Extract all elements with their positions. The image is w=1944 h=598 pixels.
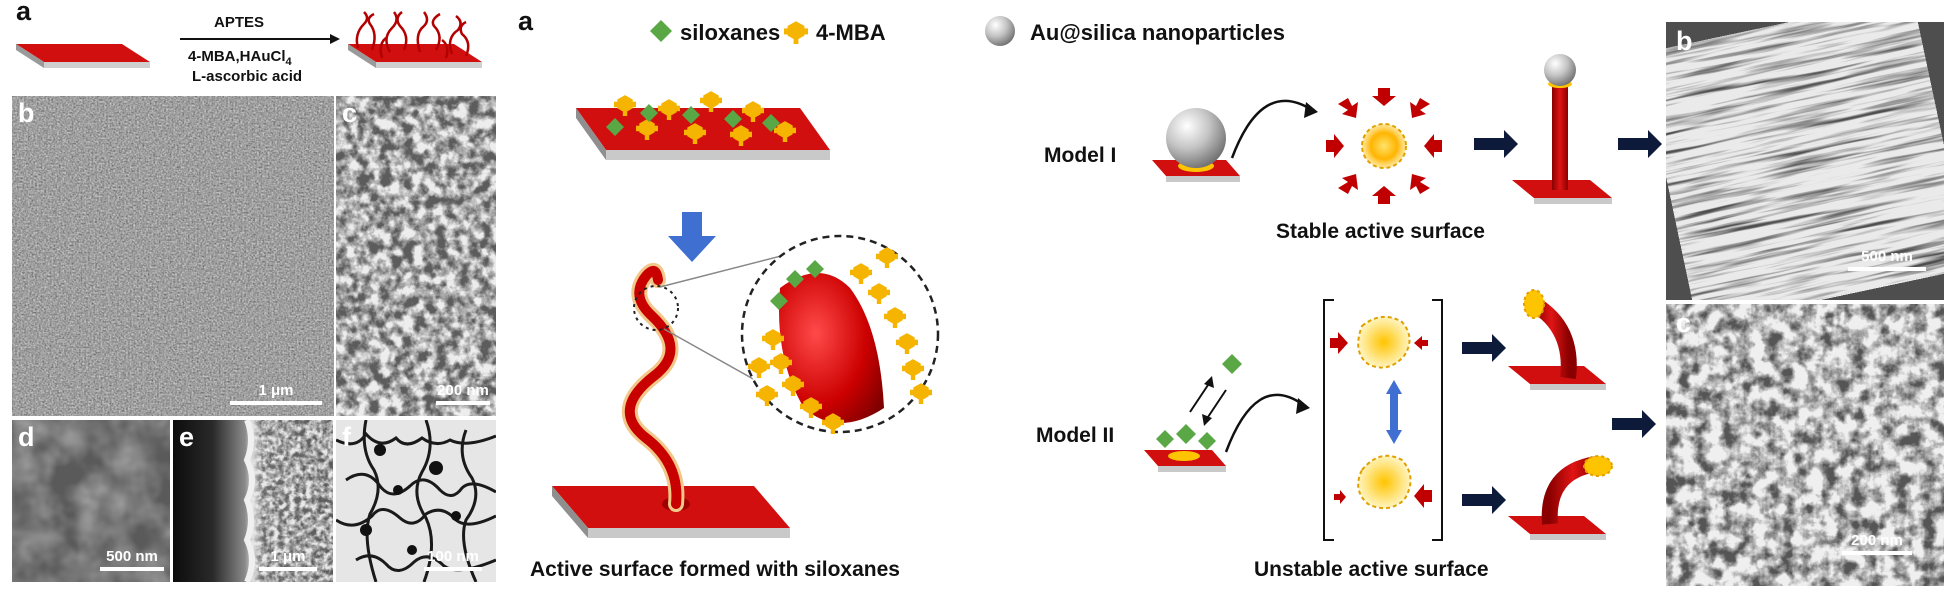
model1-arrow-1 (1474, 130, 1518, 158)
sem-image-b: b 1 μm (12, 96, 334, 416)
nanowire (624, 265, 682, 509)
sem-image-right-b: b 500 nm (1666, 22, 1944, 300)
scale-bar-e: 1 μm (259, 548, 317, 571)
panel-c-label: c (342, 98, 358, 128)
right-panel-b-label: b (1676, 26, 1693, 56)
scale-bar-d: 500 nm (100, 548, 164, 571)
model2-substrate (1144, 450, 1226, 466)
tem-image-f: f 100 nm (336, 420, 496, 582)
model2-arrow-lower (1462, 486, 1506, 514)
caption-stable: Stable active surface (1276, 220, 1485, 243)
panel-e-label: e (179, 422, 195, 452)
zoom-circle-large (740, 234, 940, 434)
scale-bar-right-b: 500 nm (1848, 248, 1926, 271)
model2-arrow-final (1612, 410, 1656, 438)
model2-equilibrium-arrows (1189, 381, 1227, 421)
sem-image-right-c: c 200 nm (1666, 304, 1944, 586)
model2-arrow-upper (1462, 334, 1506, 362)
right-panel-a-label: a (518, 6, 534, 36)
caption-active-surface-siloxanes: Active surface formed with siloxanes (530, 558, 900, 581)
tem-nanowire-network (336, 420, 496, 582)
model2-hotspot-upper (1357, 315, 1411, 369)
sem-image-d: d 500 nm (12, 420, 170, 582)
zoomed-nanowire-tip (779, 273, 884, 423)
right-panel-c-label: c (1676, 308, 1692, 338)
sem-image-c: c 200 nm (336, 96, 496, 416)
panel-b-label: b (18, 98, 35, 128)
nanowires-icon (355, 11, 470, 59)
panel-a-label: a (16, 0, 32, 26)
yellow-molecule-icon (784, 21, 808, 44)
silver-sphere-icon (985, 16, 1015, 46)
model1-au-silica-sphere (1166, 108, 1226, 168)
model2-bent-nanowire-upper (1529, 297, 1577, 379)
surface-molecules (606, 91, 796, 146)
zoom-circle-small (633, 285, 679, 331)
model2-hotspot-lower (1357, 454, 1412, 510)
model1-straight-nanowire (1552, 84, 1568, 190)
legend-siloxanes: siloxanes (680, 20, 781, 45)
model1-substrate (1152, 160, 1240, 176)
panel-f-label: f (342, 422, 351, 452)
panel-d-label: d (18, 422, 35, 452)
scale-bar-right-c: 200 nm (1842, 532, 1912, 555)
scale-bar-f: 100 nm (424, 548, 482, 571)
model2-double-arrow (1386, 380, 1402, 444)
model1-hotspot (1361, 123, 1407, 169)
model2-label: Model II (1036, 424, 1115, 447)
model2-released-siloxane (1222, 354, 1242, 374)
reagent-mba-haucl4: 4-MBA,HAuCl4 (188, 48, 292, 68)
zoomed-molecules (748, 247, 932, 434)
reaction-scheme (16, 11, 482, 68)
bracket-left (1323, 299, 1334, 541)
legend-4-mba: 4-MBA (816, 20, 886, 45)
legend-au-silica: Au@silica nanoparticles (1030, 20, 1285, 45)
reagent-aptes: APTES (214, 14, 265, 31)
model1-arrow-2 (1618, 130, 1662, 158)
model1-label: Model I (1044, 144, 1117, 167)
substrate-plain-base (44, 62, 150, 68)
model1-curved-arrow (1230, 99, 1313, 159)
sem-image-e: e 1 μm (173, 420, 333, 582)
reagent-ascorbic-acid: L-ascorbic acid (192, 68, 303, 85)
scale-bar-c: 200 nm (436, 382, 490, 405)
functionalized-substrate (576, 108, 830, 150)
bracket-right (1432, 299, 1443, 541)
model2-curved-arrow (1224, 393, 1303, 453)
caption-unstable: Unstable active surface (1254, 558, 1489, 581)
model1-converging-arrows (1326, 88, 1442, 204)
substrate-plain-top (16, 44, 150, 62)
blue-down-arrow (668, 212, 716, 262)
green-diamond-icon (650, 20, 672, 42)
model2-bent-nanowire-lower (1541, 456, 1598, 525)
nanowire-substrate (552, 486, 790, 528)
scale-bar-b: 1 μm (230, 382, 322, 405)
